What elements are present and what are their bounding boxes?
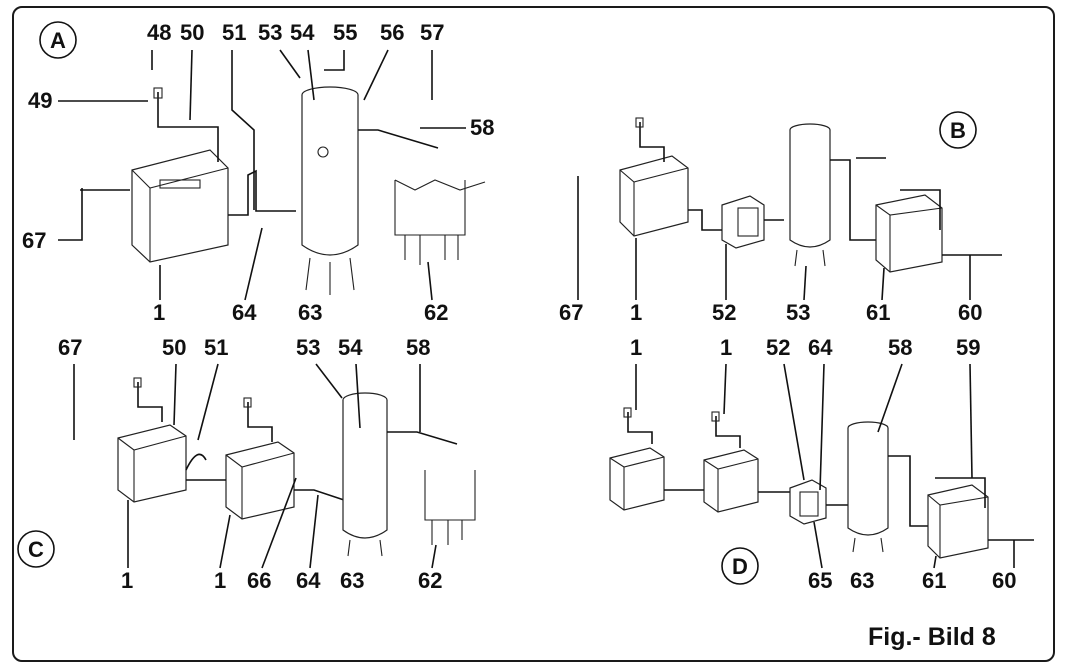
panel-c: C 67 50 51 [17,335,476,593]
label-63: 63 [850,568,874,593]
label-51: 51 [222,20,246,45]
label-1: 1 [214,568,226,593]
label-1: 1 [720,335,732,360]
panel-b-letter: B [950,118,966,143]
label-67: 67 [559,300,583,325]
compressor-unit [619,155,689,237]
label-1: 1 [153,300,165,325]
label-54: 54 [290,20,315,45]
label-52: 52 [766,335,790,360]
label-53: 53 [258,20,282,45]
panel-a-marker [39,21,77,59]
label-64: 64 [808,335,833,360]
outlet-pipe [358,129,439,149]
dryer-unit [721,195,765,249]
label-1: 1 [630,335,642,360]
label-54: 54 [338,335,363,360]
label-63: 63 [298,300,322,325]
compressor-unit [609,447,665,511]
air-receiver-tank [847,421,889,553]
compressor-unit [225,441,295,520]
panel-a-letter: A [50,28,66,53]
label-48: 48 [147,20,171,45]
label-61: 61 [922,568,946,593]
panel-c-marker [17,530,55,568]
label-63: 63 [340,568,364,593]
panel-d: D [609,335,1034,593]
consumer-network [424,470,476,545]
figure-frame [12,6,1055,662]
label-49: 49 [28,88,52,113]
panel-b-marker [939,111,977,149]
label-58: 58 [406,335,430,360]
label-66: 66 [247,568,271,593]
label-53: 53 [296,335,320,360]
label-64: 64 [296,568,321,593]
label-57: 57 [420,20,444,45]
air-receiver-tank [301,86,359,295]
label-53: 53 [786,300,810,325]
label-58: 58 [888,335,912,360]
label-60: 60 [992,568,1016,593]
panel-d-letter: D [732,554,748,579]
dryer-unit [789,479,827,525]
label-59: 59 [956,335,980,360]
label-52: 52 [712,300,736,325]
air-receiver-tank [789,123,831,267]
label-67: 67 [58,335,82,360]
panel-d-marker [721,547,759,585]
label-58: 58 [470,115,494,140]
compressor-unit [703,449,759,513]
label-65: 65 [808,568,832,593]
filter-dryer-unit [927,484,989,559]
label-1: 1 [630,300,642,325]
panel-a: A 48 49 [22,20,494,325]
consumer-network [394,179,486,265]
control-line [157,92,219,162]
label-1: 1 [121,568,133,593]
label-61: 61 [866,300,890,325]
label-51: 51 [204,335,228,360]
figure-caption: Fig.- Bild 8 [868,623,996,651]
compressor-unit [131,149,229,263]
panel-b: B 67 1 52 53 [559,111,1002,325]
panel-c-letter: C [28,537,44,562]
compressor-unit [117,424,187,503]
label-55: 55 [333,20,357,45]
label-60: 60 [958,300,982,325]
filter-dryer-unit [875,194,943,273]
air-receiver-tank [342,392,388,557]
label-50: 50 [180,20,204,45]
label-56: 56 [380,20,404,45]
label-64: 64 [232,300,257,325]
pressure-switch [153,87,163,99]
label-62: 62 [418,568,442,593]
label-67: 67 [22,228,46,253]
label-62: 62 [424,300,448,325]
label-50: 50 [162,335,186,360]
flex-hose [228,169,296,216]
